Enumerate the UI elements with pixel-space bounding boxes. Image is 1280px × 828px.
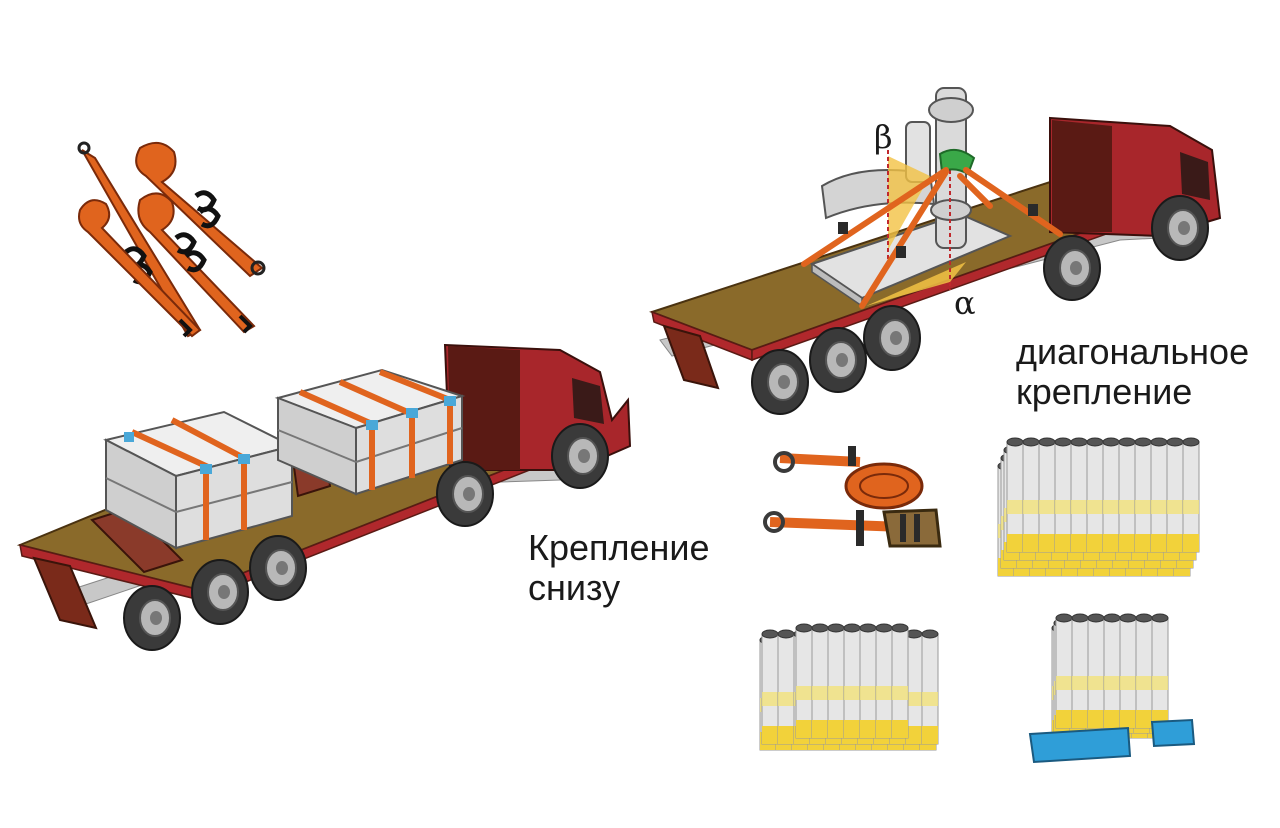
ratchet-strap-icon: [135, 141, 266, 278]
angle-alpha-label: α: [954, 284, 976, 322]
pipe: [1054, 437, 1072, 553]
ratchet-strap-icon: [78, 199, 202, 338]
wheel-icon: [1151, 195, 1209, 261]
label-bottom-fastening-line2: снизу: [528, 567, 621, 608]
pipe: [1006, 437, 1024, 553]
pipe-bundle-icon: [759, 623, 939, 751]
ratchet-strap-icon: [137, 192, 256, 334]
label-diagonal-fastening-line2: крепление: [1016, 371, 1193, 412]
pipe: [1038, 437, 1056, 553]
wheel-icon: [191, 559, 249, 625]
pipe: [921, 629, 939, 745]
truck-bottom-fastening: [16, 343, 632, 651]
angle-beta-label: β: [874, 118, 893, 156]
wheel-icon: [249, 535, 307, 601]
pipe: [1150, 437, 1168, 553]
pipe: [1103, 613, 1121, 729]
pipe: [1118, 437, 1136, 553]
pipe: [843, 623, 861, 739]
diagonal-straps: [801, 167, 1063, 309]
label-diagonal-fastening-line1: диагональное: [1016, 331, 1250, 372]
pipe: [1151, 613, 1169, 729]
pipe: [1182, 437, 1200, 553]
pipe: [859, 623, 877, 739]
chock-blocks: [1028, 718, 1196, 764]
pipe: [1102, 437, 1120, 553]
pipe: [1022, 437, 1040, 553]
wheel-icon: [123, 585, 181, 651]
wheel-icon: [1043, 235, 1101, 301]
pipe: [1166, 437, 1184, 553]
pipe: [875, 623, 893, 739]
pipe: [1134, 437, 1152, 553]
ratchet-strap-closeup: [763, 446, 942, 548]
ratchet-strap-icon: [763, 508, 942, 548]
pipe: [777, 629, 795, 745]
wheel-icon: [809, 327, 867, 393]
wheel-icon: [551, 423, 609, 489]
wheel-icon: [436, 461, 494, 527]
pipe: [811, 623, 829, 739]
pipe: [795, 623, 813, 739]
label-bottom-fastening: Крепление снизу: [528, 528, 710, 608]
pipe-bundle-icon: [997, 437, 1200, 577]
pipe: [1055, 613, 1073, 729]
pipe: [827, 623, 845, 739]
label-diagonal-fastening: диагональное крепление: [1016, 332, 1249, 412]
angle-alpha-marker: [866, 262, 966, 306]
loose-ratchet-straps: [77, 141, 266, 338]
pipe: [1119, 613, 1137, 729]
pipe: [1087, 613, 1105, 729]
wheel-icon: [751, 349, 809, 415]
ratchet-strap-icon: [773, 446, 924, 510]
truck-diagonal-fastening: [648, 87, 1222, 415]
pipe-bundle-icon: [1051, 613, 1169, 739]
angle-beta-marker: [888, 156, 930, 250]
pipe: [1070, 437, 1088, 553]
wheel-icon: [863, 305, 921, 371]
pipe: [761, 629, 779, 745]
pipe: [1086, 437, 1104, 553]
pipe: [891, 623, 909, 739]
crate-icon: [274, 368, 466, 496]
label-bottom-fastening-line1: Крепление: [528, 527, 710, 568]
pipe: [1135, 613, 1153, 729]
pipe: [1071, 613, 1089, 729]
